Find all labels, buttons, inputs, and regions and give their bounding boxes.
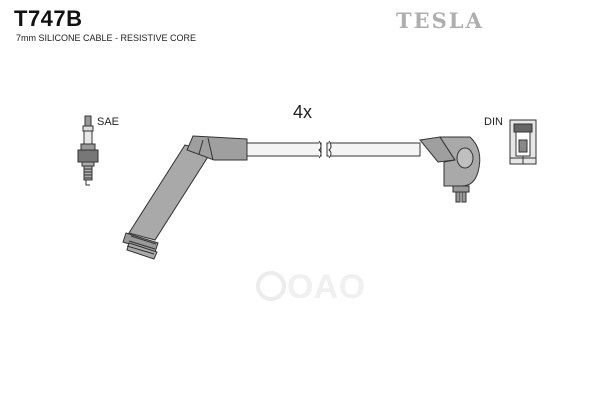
din-coil-icon [509,119,537,165]
ignition-cable [246,140,421,159]
spark-plug-icon [77,115,99,186]
quantity-label: 4x [293,102,313,122]
coil-boot [419,136,481,203]
cable-spec: 7mm SILICONE CABLE - RESISTIVE CORE [16,33,197,43]
brand-logo: TESLA [396,8,484,33]
din-label: DIN [484,116,503,128]
car-logo-icon [256,271,286,301]
sae-label: SAE [97,116,120,128]
part-number: T747B [14,6,83,31]
watermark-logo: ОАО [255,268,366,307]
watermark-text: ОАО [287,268,367,306]
spark-plug-boot [122,135,248,260]
